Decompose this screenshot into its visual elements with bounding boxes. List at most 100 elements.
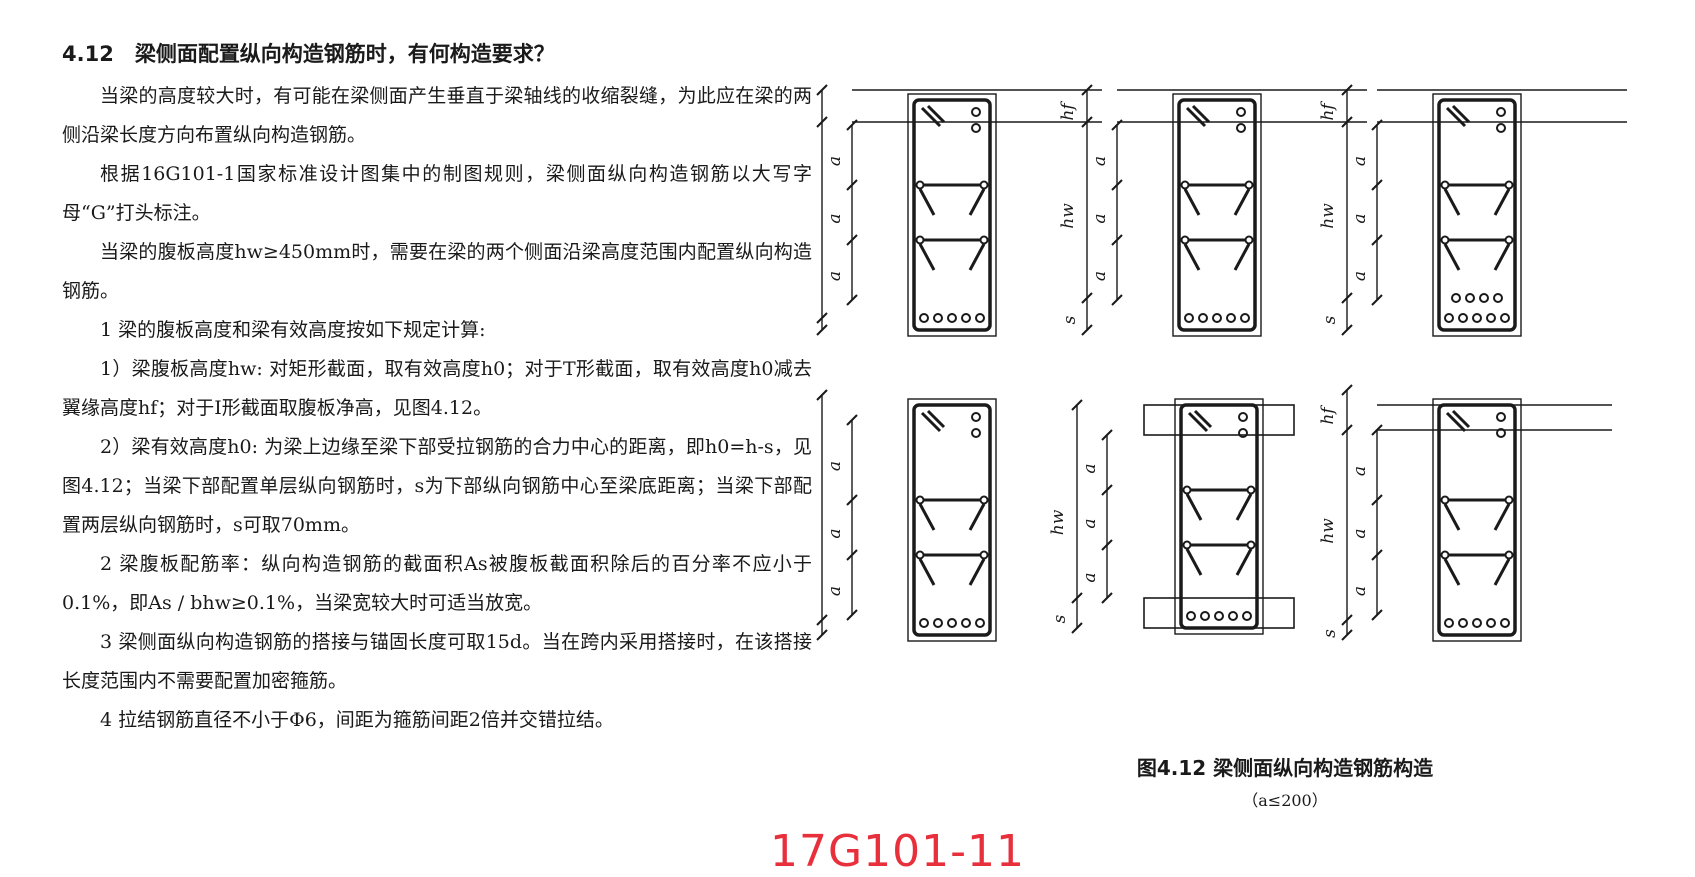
- side-rebar: [915, 495, 925, 505]
- label-hw: hw: [1058, 203, 1078, 229]
- stirrup-hook: [1187, 411, 1209, 433]
- dimension-tick: [1341, 324, 1353, 336]
- label-a: a: [825, 271, 845, 281]
- label-a: a: [1350, 156, 1370, 166]
- paragraph-1: 当梁的高度较大时，有可能在梁侧面产生垂直于梁轴线的收缩裂缝，为此应在梁的两侧沿梁…: [62, 85, 812, 146]
- tie-hook: [968, 503, 986, 531]
- side-rebar: [979, 180, 989, 190]
- rebar-bottom-2: [1451, 293, 1461, 303]
- rebar-bottom: [1186, 611, 1196, 621]
- dimension-tick: [816, 116, 828, 128]
- dimension-tick: [816, 84, 828, 96]
- rebar-bottom-2: [1479, 293, 1489, 303]
- tie-hook: [1443, 503, 1461, 531]
- side-rebar: [1182, 485, 1192, 495]
- dimension-tick: [1341, 424, 1353, 436]
- rebar-top: [971, 428, 981, 438]
- rebar-bottom: [1444, 618, 1454, 628]
- rebar-bottom: [1228, 611, 1238, 621]
- tie-hook: [1185, 493, 1203, 521]
- rebar-bottom: [933, 313, 943, 323]
- concrete-outline: [1172, 93, 1262, 337]
- label-a: a: [1350, 466, 1370, 476]
- label-a: a: [1350, 586, 1370, 596]
- rebar-top: [1236, 123, 1246, 133]
- rebar-bottom: [1240, 313, 1250, 323]
- tie-hook: [1493, 188, 1511, 216]
- flange-top: [1143, 404, 1295, 436]
- dimension-tick: [1081, 116, 1093, 128]
- rebar-top: [1496, 412, 1506, 422]
- side-rebar: [979, 235, 989, 245]
- label-hw: hw: [1318, 203, 1338, 229]
- tie-hook: [918, 558, 936, 586]
- rebar-top: [971, 123, 981, 133]
- rebar-top: [1238, 412, 1248, 422]
- rebar-bottom: [1472, 618, 1482, 628]
- label-a: a: [825, 213, 845, 223]
- stirrup-hook: [920, 106, 942, 128]
- label-a: a: [1350, 528, 1370, 538]
- atlas-code-label: 17G101-11: [770, 826, 1025, 877]
- rebar-top: [1236, 107, 1246, 117]
- tie-hook: [1493, 558, 1511, 586]
- label-s: s: [1050, 614, 1070, 623]
- section-heading: 4.12 梁侧面配置纵向构造钢筋时，有何构造要求？: [62, 42, 555, 66]
- dimension-tick: [1341, 116, 1353, 128]
- stirrup-hook: [1185, 106, 1207, 128]
- dimension-tick: [1341, 292, 1353, 304]
- rebar-bottom: [1242, 611, 1252, 621]
- tie-hook: [1443, 243, 1461, 271]
- rebar-bottom: [1458, 313, 1468, 323]
- stirrup: [912, 98, 992, 332]
- dimension-tick: [1071, 592, 1083, 604]
- label-a: a: [1090, 156, 1110, 166]
- paragraph-8: 3 梁侧面纵向构造钢筋的搭接与锚固长度可取15d。当在跨内采用搭接时，在该搭接长…: [62, 631, 812, 692]
- dimension-tick: [1081, 84, 1093, 96]
- tie-hook: [918, 243, 936, 271]
- stirrup-hook: [920, 411, 942, 433]
- side-rebar: [1504, 550, 1514, 560]
- rebar-top: [971, 412, 981, 422]
- rebar-bottom: [1184, 313, 1194, 323]
- dimension-tick: [816, 324, 828, 336]
- rebar-bottom: [1500, 618, 1510, 628]
- stirrup: [1179, 403, 1259, 630]
- dimension-tick: [1081, 292, 1093, 304]
- label-a: a: [825, 156, 845, 166]
- rebar-bottom: [1212, 313, 1222, 323]
- stirrup-hook: [1451, 409, 1471, 429]
- side-rebar: [915, 550, 925, 560]
- rebar-bottom: [947, 313, 957, 323]
- side-rebar: [915, 235, 925, 245]
- rebar-top: [971, 107, 981, 117]
- tie-hook: [1183, 188, 1201, 216]
- tie-hook: [1493, 503, 1511, 531]
- side-rebar: [1246, 485, 1256, 495]
- tie-hook: [1185, 548, 1203, 576]
- tie-hook: [1183, 243, 1201, 271]
- label-a: a: [1350, 213, 1370, 223]
- side-rebar: [1180, 235, 1190, 245]
- side-rebar: [1440, 495, 1450, 505]
- stirrup-hook: [1451, 104, 1471, 124]
- label-s: s: [812, 325, 815, 334]
- beam-section-figure: hfaaahwshfaaahwshfaaahwsaaahwsaaahwshfaa…: [793, 70, 1692, 790]
- stirrup-hook: [1445, 411, 1467, 433]
- label-a: a: [1080, 518, 1100, 528]
- label-a: a: [825, 586, 845, 596]
- dimension-tick: [1081, 324, 1093, 336]
- paragraph-5: 1）梁腹板高度hw: 对矩形截面，取有效高度h0；对于T形截面，取有效高度h0减…: [62, 358, 812, 419]
- paragraph-6: 2）梁有效高度h0: 为梁上边缘至梁下部受拉钢筋的合力中心的距离，即h0=h-s…: [62, 428, 812, 545]
- tie-hook: [1235, 548, 1253, 576]
- paragraph-9: 4 拉结钢筋直径不小于Φ6，间距为箍筋间距2倍并交错拉结。: [100, 709, 614, 731]
- rebar-bottom: [1198, 313, 1208, 323]
- rebar-bottom-2: [1465, 293, 1475, 303]
- label-s: s: [812, 629, 815, 638]
- label-hw: hw: [1048, 509, 1068, 535]
- side-rebar: [1440, 235, 1450, 245]
- side-rebar: [1440, 550, 1450, 560]
- concrete-outline: [1432, 93, 1522, 337]
- rebar-bottom: [1200, 611, 1210, 621]
- label-a: a: [1090, 213, 1110, 223]
